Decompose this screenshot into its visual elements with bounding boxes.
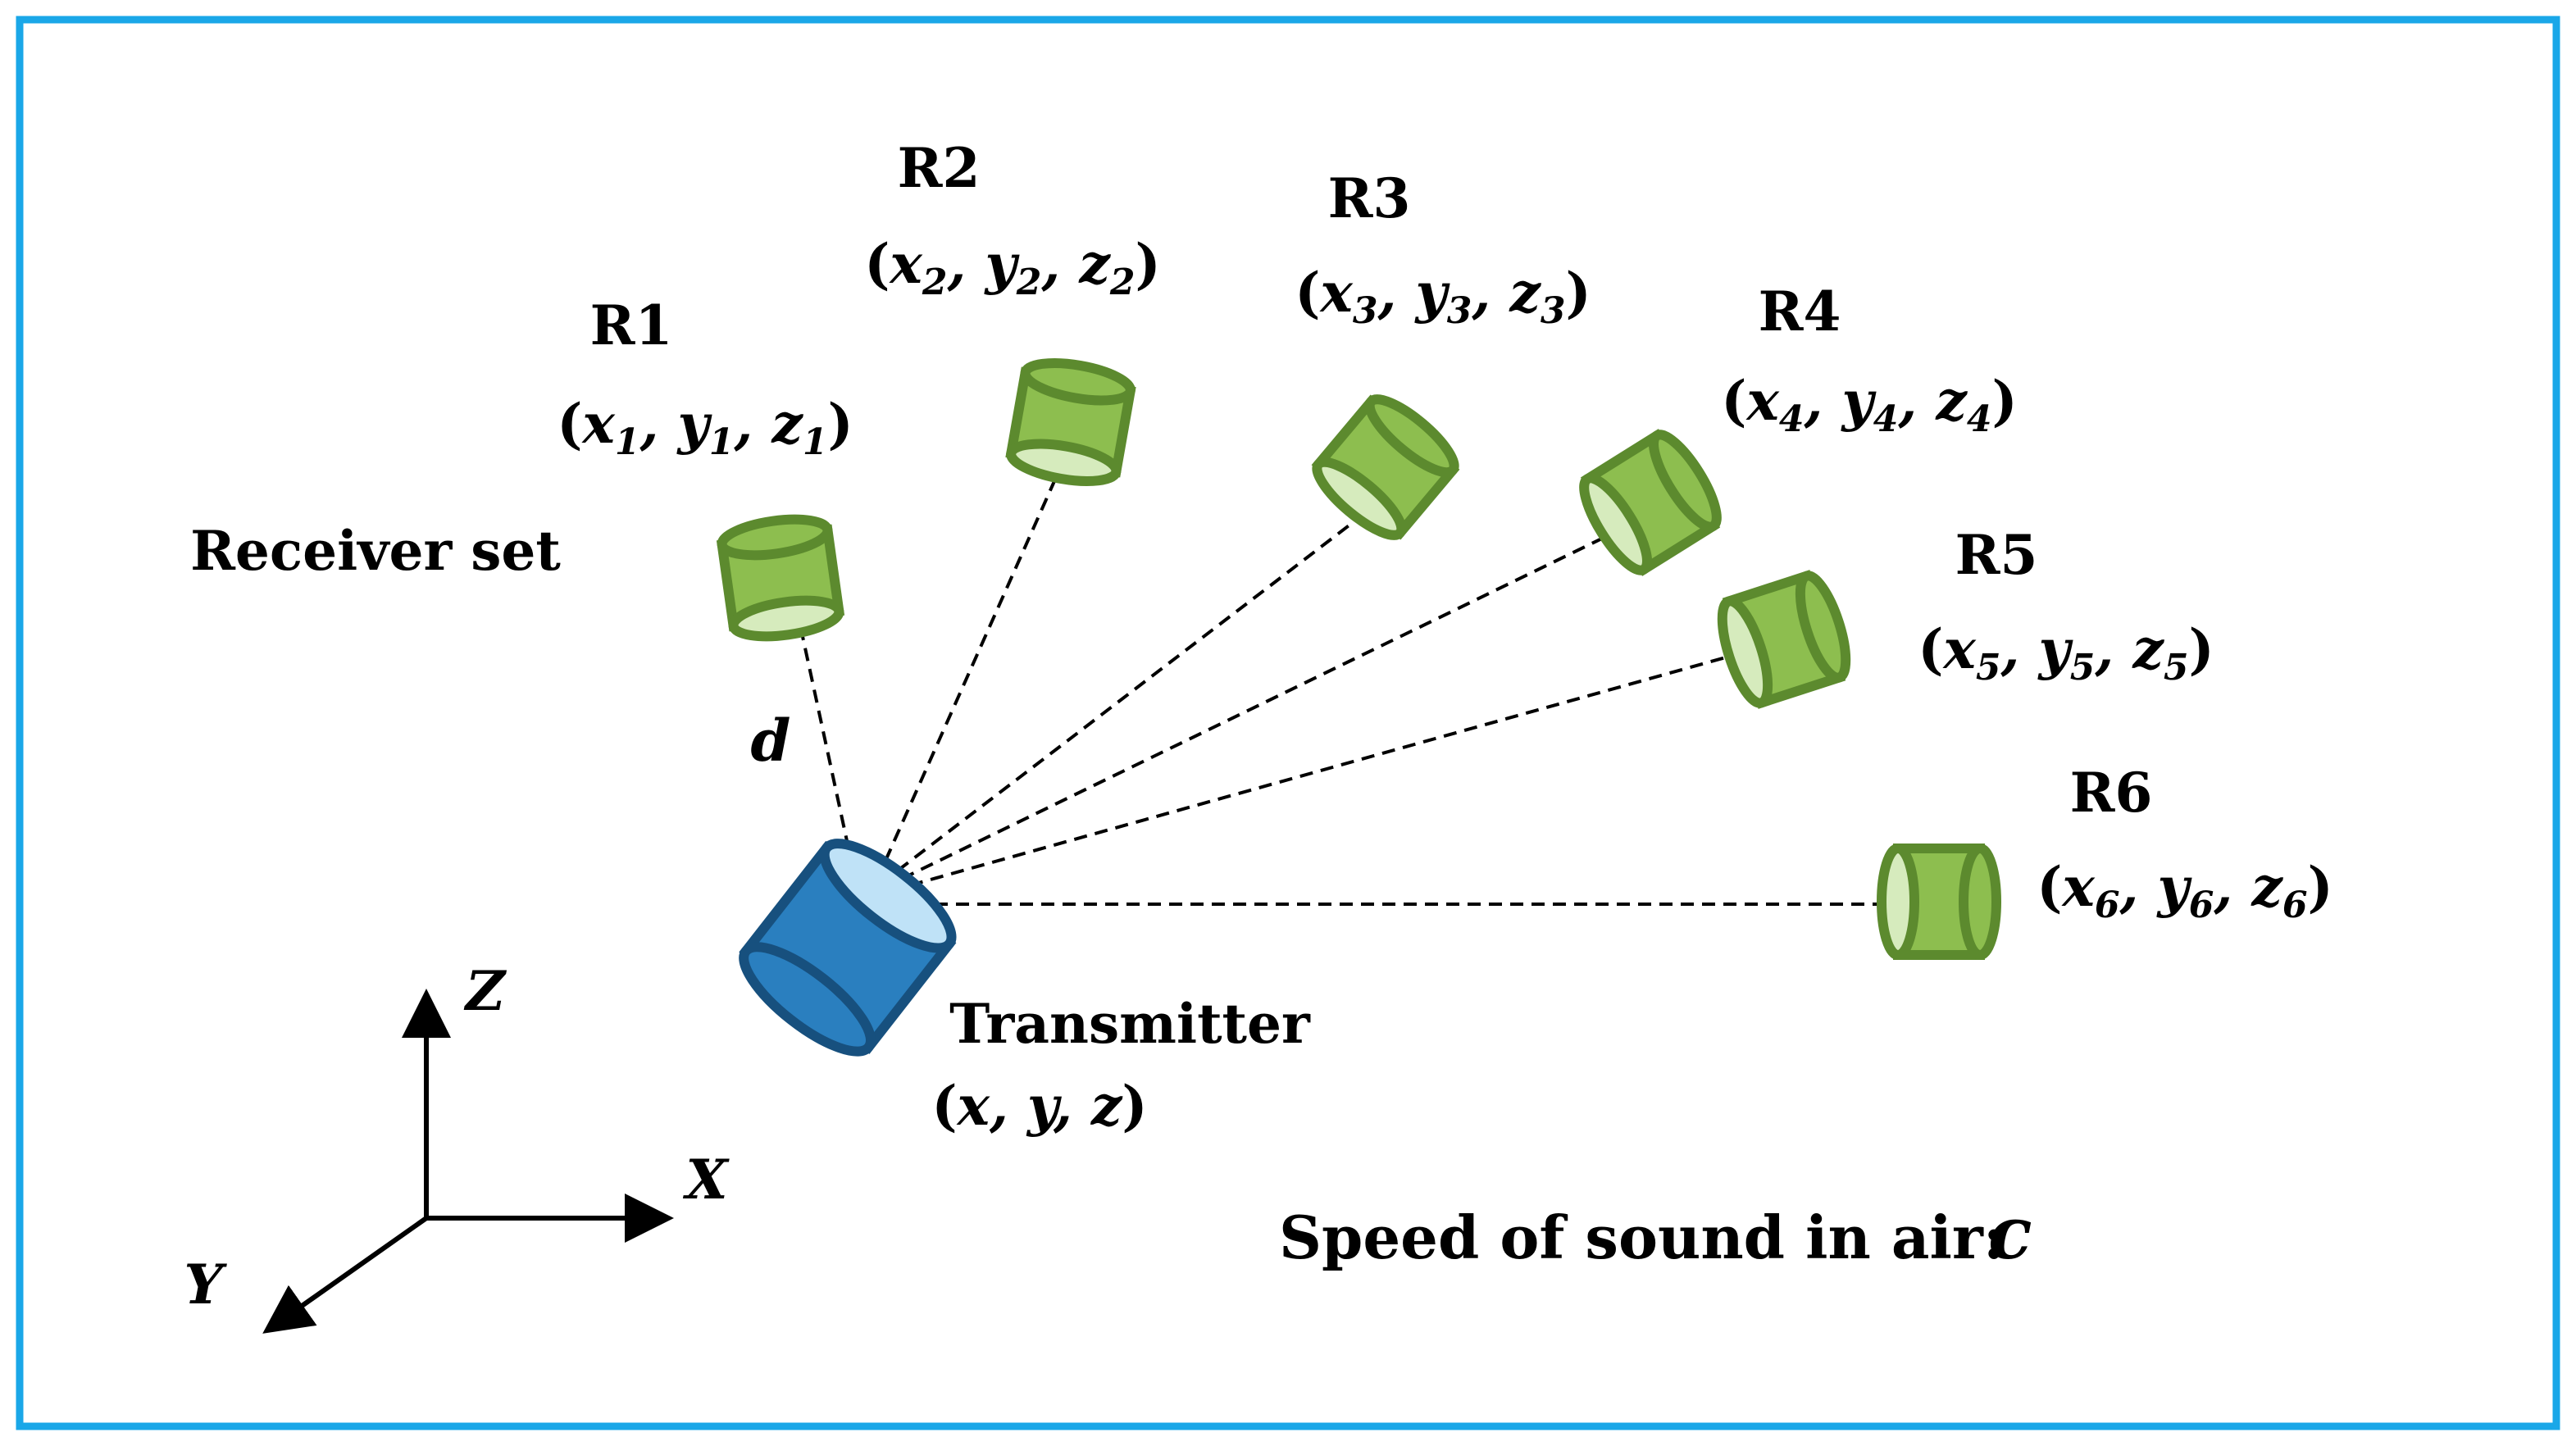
coordinate-axes: [262, 989, 674, 1334]
receiver-coord-r2: (x2, y2, z2): [864, 232, 1160, 303]
receiver-4: [1579, 429, 1722, 576]
y-axis-label: Y: [184, 1253, 227, 1316]
receiver-coord-r4: (x4, y4, z4): [1721, 369, 2017, 440]
receiver-coord-r5: (x5, y5, z5): [1918, 617, 2214, 689]
transmitter-device: [739, 839, 957, 1057]
line-r1: [800, 632, 850, 849]
transmitter-label: Transmitter: [949, 992, 1311, 1056]
receiver-6: [1877, 844, 2001, 960]
receiver-name-r1: R1: [590, 293, 673, 357]
receiver-name-r3: R3: [1328, 166, 1411, 230]
receiver-coord-r1: (x1, y1, z1): [557, 392, 853, 463]
distance-label: d: [751, 707, 791, 775]
receiver-coord-r3: (x3, y3, z3): [1295, 261, 1591, 332]
receiver-5: [1717, 570, 1851, 709]
receiver-name-r6: R6: [2070, 761, 2153, 825]
transmitter-coord: (x, y, z): [931, 1074, 1147, 1138]
line-r4: [901, 535, 1606, 880]
line-r3: [896, 512, 1367, 872]
line-r2: [884, 473, 1059, 862]
receiver-set-label: Receiver set: [190, 519, 561, 583]
x-axis-label: X: [682, 1148, 730, 1212]
receiver-3: [1311, 394, 1460, 540]
receiver-1: [716, 514, 845, 642]
line-r5: [909, 654, 1732, 887]
speed-of-sound-symbol: c: [1988, 1190, 2032, 1275]
receiver-name-r2: R2: [898, 136, 981, 200]
z-axis-label: Z: [463, 959, 507, 1023]
receiver-coord-r6: (x6, y6, z6): [2037, 855, 2333, 926]
connection-lines: [800, 473, 1896, 906]
receiver-2: [1005, 358, 1136, 486]
speed-of-sound-text: Speed of sound in air:: [1279, 1203, 2005, 1272]
receiver-name-r4: R4: [1759, 280, 1841, 343]
y-axis: [262, 1216, 428, 1334]
frame-border: [16, 16, 2560, 1430]
receiver-name-r5: R5: [1955, 523, 2038, 587]
